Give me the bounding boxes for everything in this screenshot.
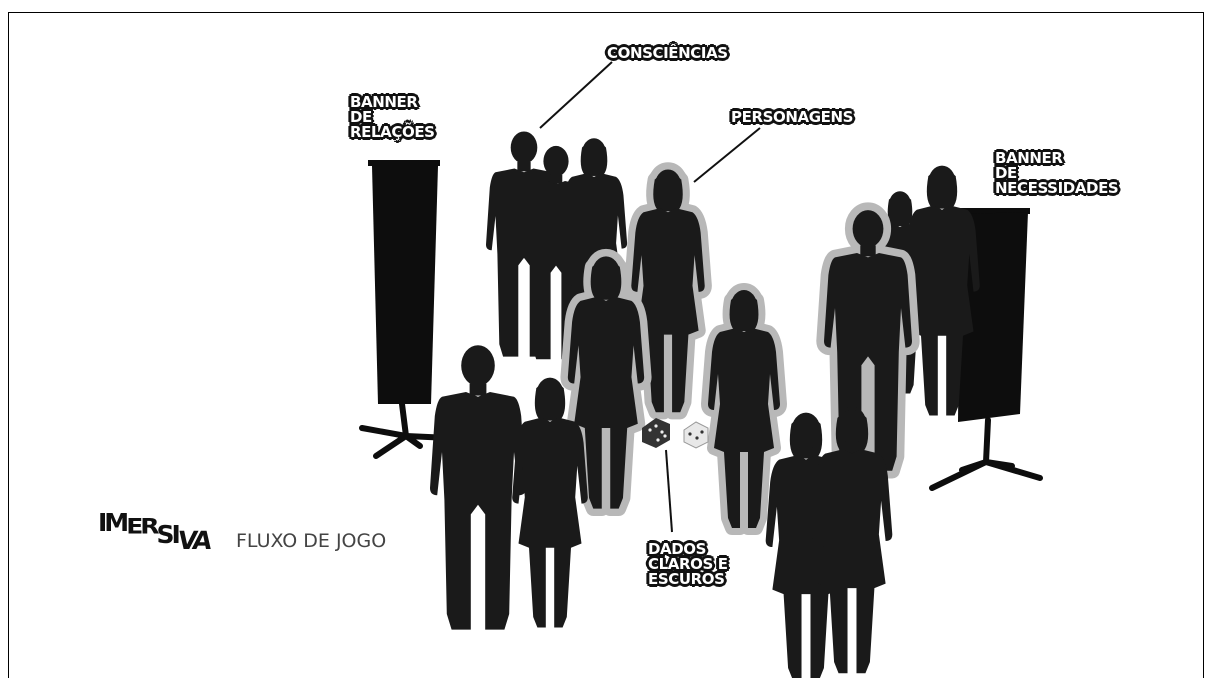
dark-die [642,418,670,448]
frame-right-border [1203,12,1204,678]
frame-top-border [8,12,1204,13]
dice [642,418,709,449]
label-dados: DADOS CLAROS E ESCUROS [648,540,728,588]
banner-relacoes-stand [359,160,453,459]
imersiva-logo: IMERSIVA [98,508,211,555]
personagem-center-right [708,290,780,528]
leader-lines [539,61,761,533]
frame-left-border [8,12,9,678]
label-consciencias: CONSCIÊNCIAS [607,44,728,62]
flow-title: FLUXO DE JOGO [236,530,387,552]
label-banner-necessidades: BANNER DE NECESSIDADES [995,149,1119,197]
light-die [683,421,709,449]
label-personagens: PERSONAGENS [731,108,854,126]
label-banner-relacoes: BANNER DE RELAÇÕES [350,93,435,141]
